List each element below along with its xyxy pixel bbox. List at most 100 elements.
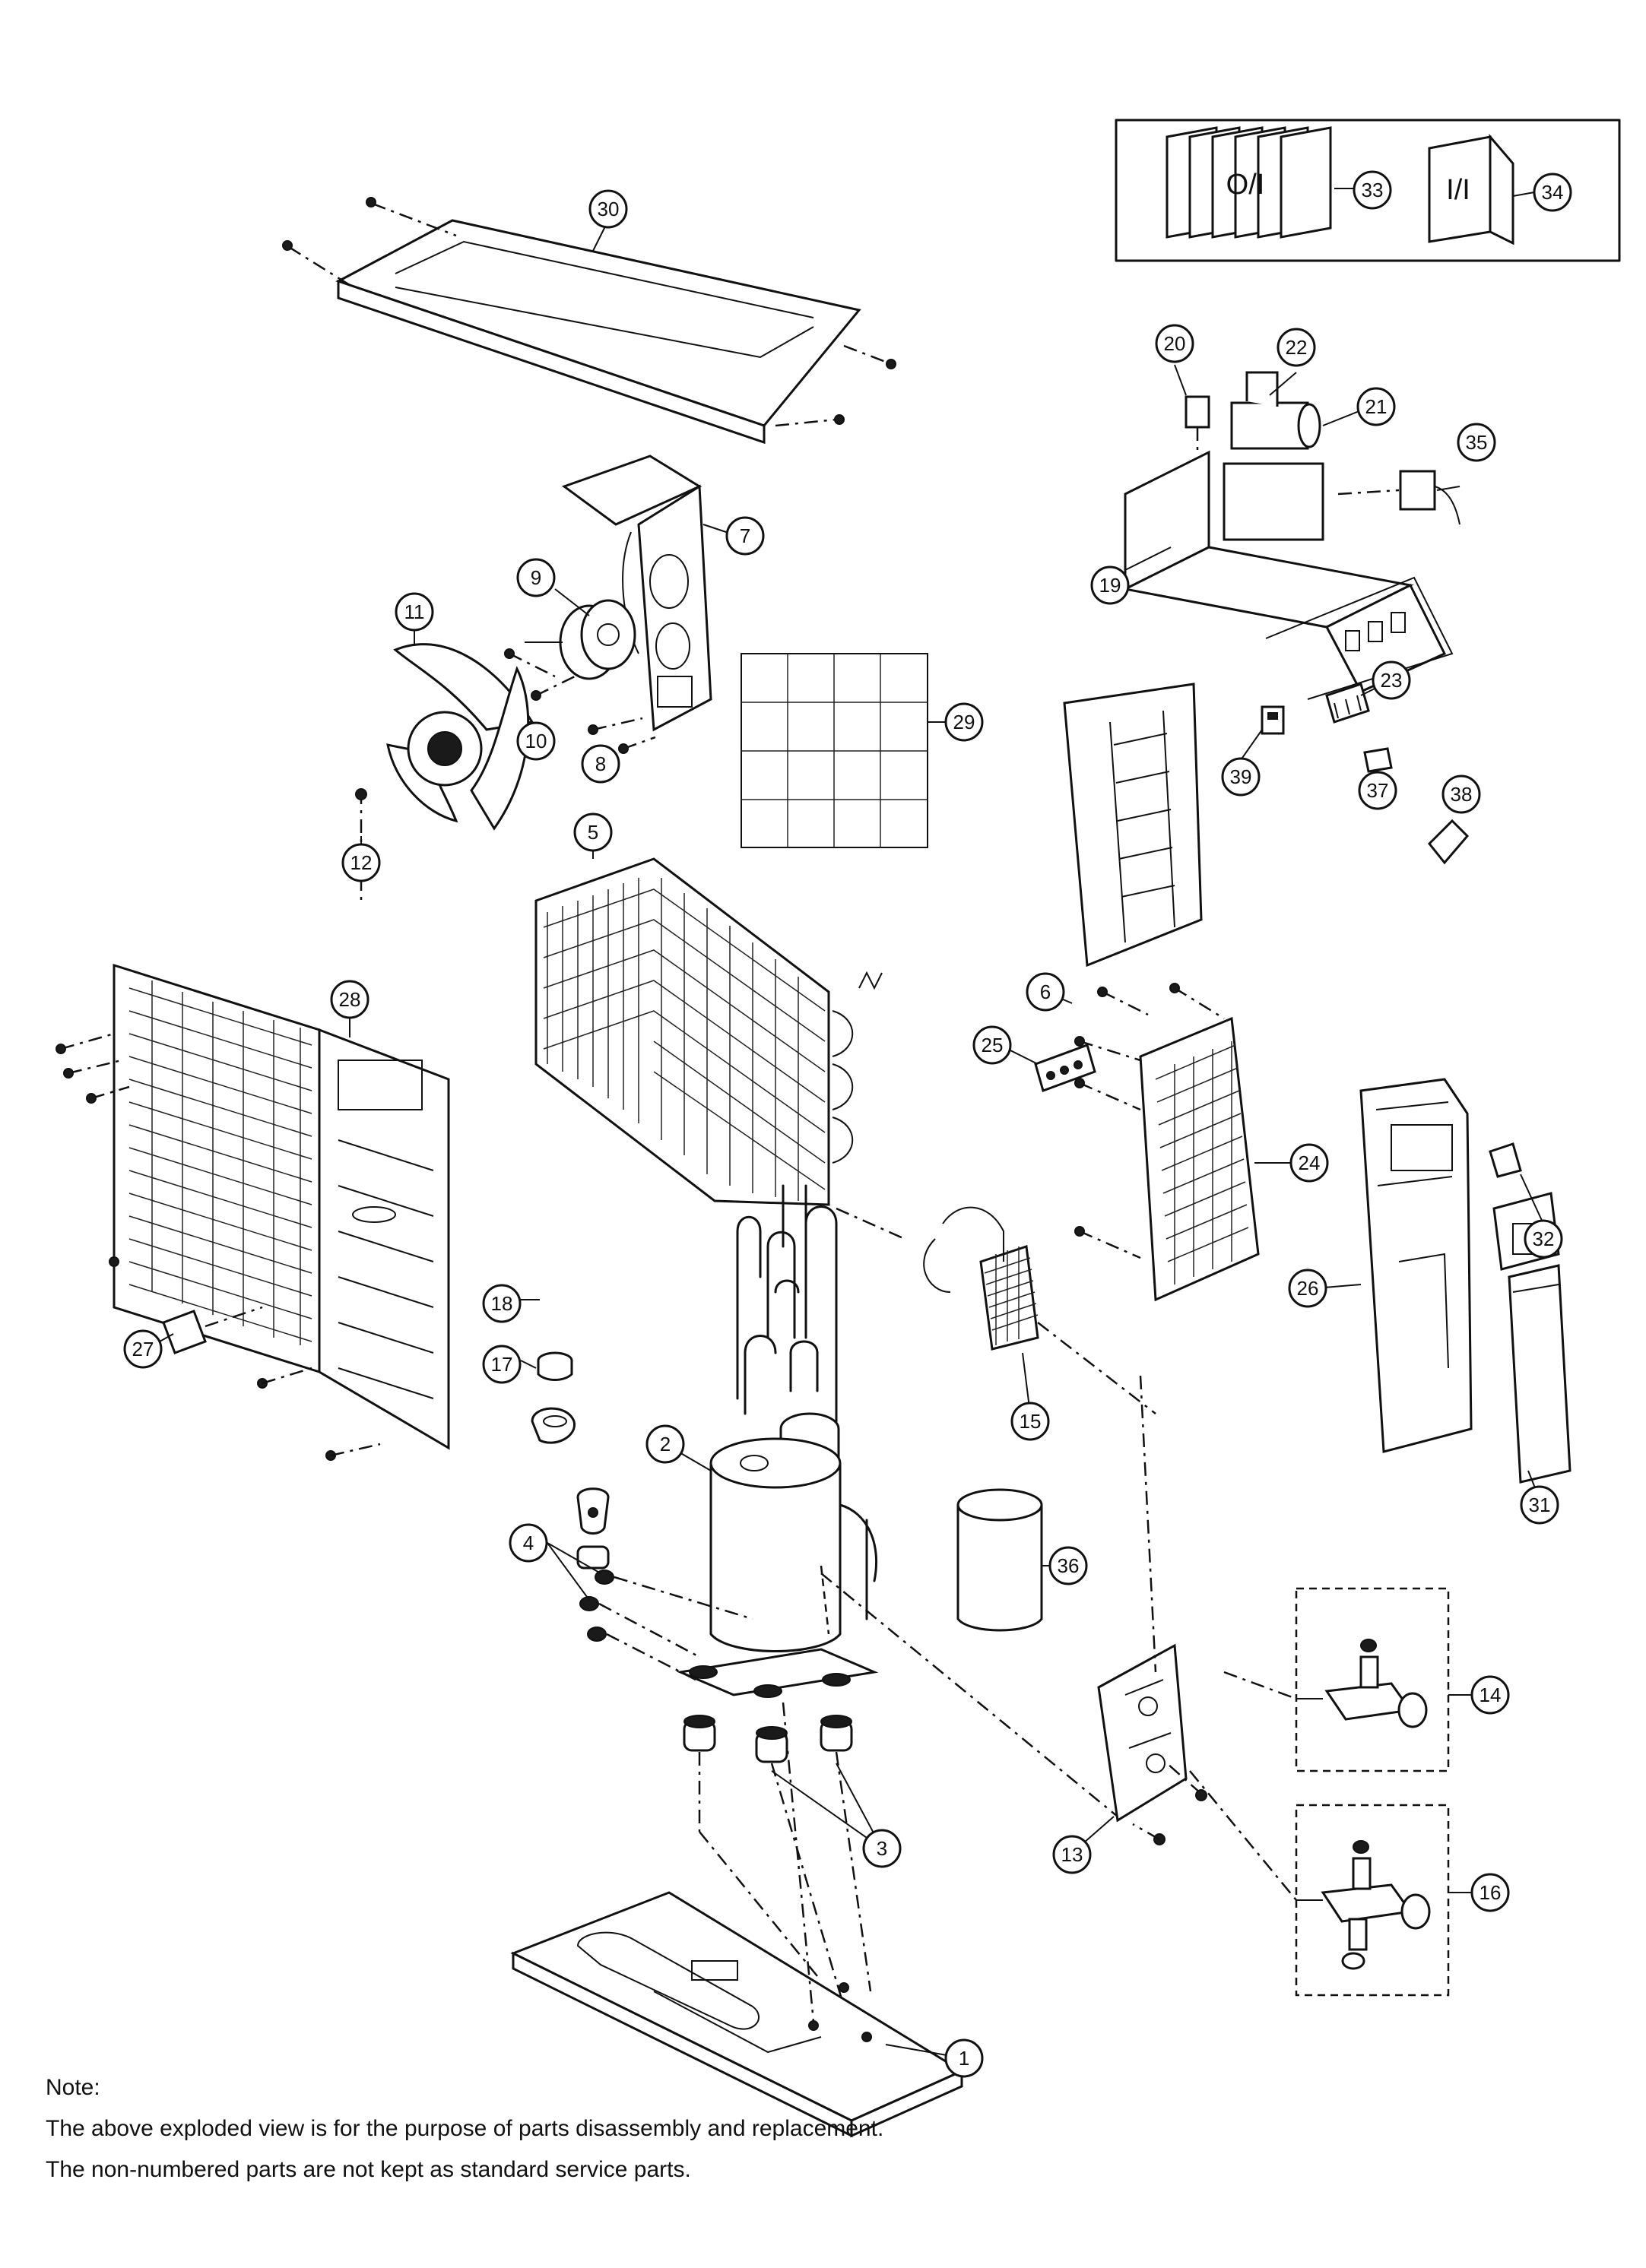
svg-text:36: 36 — [1058, 1554, 1080, 1577]
svg-text:31: 31 — [1529, 1494, 1551, 1516]
callout-22: 22 — [1277, 328, 1316, 367]
svg-text:7: 7 — [740, 524, 750, 547]
fuse-holder-37 — [1363, 747, 1393, 773]
svg-text:8: 8 — [595, 752, 606, 775]
svg-text:34: 34 — [1542, 181, 1564, 204]
callout-35: 35 — [1457, 423, 1496, 462]
callout-4: 4 — [509, 1523, 548, 1563]
control-box — [1121, 450, 1454, 700]
callout-30: 30 — [588, 189, 628, 229]
pipe-cover — [1508, 1264, 1571, 1484]
svg-text:29: 29 — [953, 711, 975, 733]
note-heading: Note: — [46, 2075, 100, 2100]
callout-12: 12 — [341, 843, 381, 882]
callout-37: 37 — [1358, 771, 1397, 810]
svg-text:16: 16 — [1479, 1881, 1502, 1904]
clamp-38 — [1427, 819, 1470, 865]
cover-clip — [1489, 1142, 1522, 1178]
installation-instructions-booklet: I/I — [1428, 133, 1514, 245]
svg-text:11: 11 — [404, 600, 425, 623]
svg-text:38: 38 — [1451, 783, 1473, 806]
callout-39: 39 — [1221, 757, 1261, 797]
svg-text:9: 9 — [531, 566, 541, 589]
svg-text:26: 26 — [1297, 1277, 1319, 1300]
svg-text:33: 33 — [1362, 179, 1384, 201]
reactor-35 — [1337, 470, 1460, 525]
terminal-board — [1034, 1044, 1096, 1092]
oi-label: O/I — [1226, 169, 1265, 201]
terminal-cover — [531, 1351, 576, 1444]
svg-text:39: 39 — [1230, 765, 1252, 788]
svg-text:24: 24 — [1299, 1151, 1321, 1174]
svg-text:25: 25 — [982, 1034, 1004, 1056]
terminal-39 — [1261, 705, 1285, 735]
callout-14: 14 — [1470, 1675, 1510, 1715]
callout-19: 19 — [1090, 565, 1130, 605]
terminal-block-20 — [1185, 395, 1210, 456]
front-panel — [56, 963, 450, 1461]
callout-17: 17 — [482, 1345, 522, 1384]
callout-1: 1 — [944, 2038, 984, 2078]
svg-text:10: 10 — [525, 730, 547, 752]
callout-25: 25 — [972, 1025, 1012, 1065]
svg-text:20: 20 — [1164, 332, 1186, 355]
callout-23: 23 — [1372, 660, 1411, 700]
compressor-assembly — [676, 1184, 879, 1698]
callout-28: 28 — [330, 980, 369, 1019]
top-panel — [282, 197, 896, 445]
callout-20: 20 — [1155, 324, 1194, 363]
svg-text:27: 27 — [132, 1338, 154, 1360]
svg-text:32: 32 — [1533, 1227, 1555, 1250]
valve-mounting-plate — [1097, 1375, 1207, 1845]
callout-33: 33 — [1353, 170, 1392, 210]
callout-36: 36 — [1048, 1546, 1088, 1585]
callout-7: 7 — [725, 516, 765, 556]
callout-31: 31 — [1520, 1485, 1559, 1525]
ii-label: I/I — [1446, 174, 1470, 206]
two-way-valve — [1223, 1587, 1450, 1772]
svg-text:13: 13 — [1061, 1843, 1083, 1866]
cushion-rubbers — [683, 1565, 872, 2007]
svg-text:37: 37 — [1367, 779, 1389, 802]
terminal-23 — [1325, 683, 1370, 724]
callout-5: 5 — [573, 812, 613, 852]
note-line-1: The above exploded view is for the purpo… — [46, 2116, 884, 2141]
callout-34: 34 — [1533, 173, 1572, 212]
svg-text:22: 22 — [1286, 336, 1308, 359]
svg-text:23: 23 — [1381, 669, 1403, 692]
callout-9: 9 — [516, 558, 556, 597]
svg-text:5: 5 — [588, 821, 598, 844]
callout-8: 8 — [581, 744, 620, 784]
sensor-holder — [836, 1206, 1156, 1414]
callout-26: 26 — [1288, 1269, 1327, 1308]
svg-text:28: 28 — [339, 988, 361, 1011]
svg-text:18: 18 — [491, 1292, 513, 1315]
manuals-box: O/I I/I — [1115, 119, 1621, 262]
nuts — [579, 1570, 753, 1681]
svg-text:35: 35 — [1466, 431, 1488, 454]
operating-instructions-sheets: O/I — [1166, 126, 1332, 239]
svg-text:15: 15 — [1020, 1410, 1042, 1433]
side-panel-grille — [1074, 983, 1260, 1302]
handle — [162, 1306, 263, 1354]
callout-6: 6 — [1026, 972, 1065, 1012]
propeller-fan — [355, 643, 534, 904]
svg-text:19: 19 — [1099, 574, 1121, 597]
fan-guard-grille — [741, 653, 949, 848]
svg-text:1: 1 — [959, 2047, 969, 2070]
callout-10: 10 — [516, 721, 556, 761]
compressor-mount-grommet — [576, 1487, 610, 1570]
note-line-2: The non-numbered parts are not kept as s… — [46, 2157, 691, 2182]
callout-15: 15 — [1010, 1402, 1050, 1441]
callout-38: 38 — [1441, 774, 1481, 814]
fan-motor-bracket — [561, 455, 712, 732]
svg-text:30: 30 — [598, 198, 620, 220]
front-panel-grille — [128, 980, 312, 1345]
callout-27: 27 — [123, 1329, 163, 1369]
condenser-coil — [534, 857, 883, 1206]
capacitor — [1230, 371, 1321, 450]
svg-text:21: 21 — [1365, 395, 1388, 418]
callout-2: 2 — [645, 1424, 685, 1464]
base-pan — [510, 1891, 965, 2138]
callout-3: 3 — [862, 1829, 902, 1868]
